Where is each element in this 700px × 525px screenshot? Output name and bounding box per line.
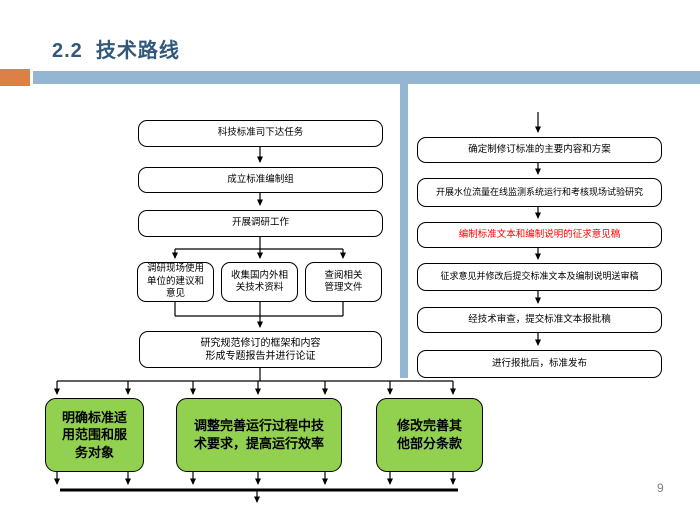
- branch-review-documents: 查阅相关 管理文件: [305, 262, 382, 302]
- title-underline-band: [33, 71, 700, 84]
- orange-accent-bar: [0, 69, 30, 86]
- branch-survey-user-units: 调研现场使用 单位的建议和 意见: [137, 262, 214, 302]
- step-submit-review-draft: 征求意见并修改后提交标准文本及编制说明送审稿: [417, 263, 662, 291]
- step-field-test-research: 开展水位流量在线监测系统运行和考核现场试验研究: [417, 178, 662, 207]
- page-number: 9: [657, 481, 664, 495]
- step-technical-review: 经技术审查，提交标准文本报批稿: [417, 307, 662, 333]
- outcome-scope-service: 明确标准适 用范围和服 务对象: [45, 398, 144, 472]
- outcome-other-clauses: 修改完善其 他部分条款: [376, 398, 483, 472]
- branch-collect-materials: 收集国内外相 关技术资料: [221, 262, 298, 302]
- step-approval-publish: 进行报批后，标准发布: [417, 350, 662, 378]
- step-form-drafting-team: 成立标准编制组: [138, 167, 383, 193]
- step-define-content-plan: 确定制修订标准的主要内容和方案: [417, 137, 662, 163]
- step-task-assignment: 科技标准司下达任务: [138, 120, 383, 147]
- step-framework-report: 研究规范修订的框架和内容 形成专题报告并进行论证: [139, 331, 382, 368]
- outcome-operation-efficiency: 调整完善运行过程中技 术要求，提高运行效率: [176, 398, 342, 472]
- page-title: 2.2 技术路线: [52, 40, 180, 62]
- column-divider-bar: [400, 84, 408, 378]
- step-conduct-research: 开展调研工作: [138, 210, 383, 237]
- step-draft-for-comments: 编制标准文本和编制说明的征求意见稿: [417, 222, 662, 248]
